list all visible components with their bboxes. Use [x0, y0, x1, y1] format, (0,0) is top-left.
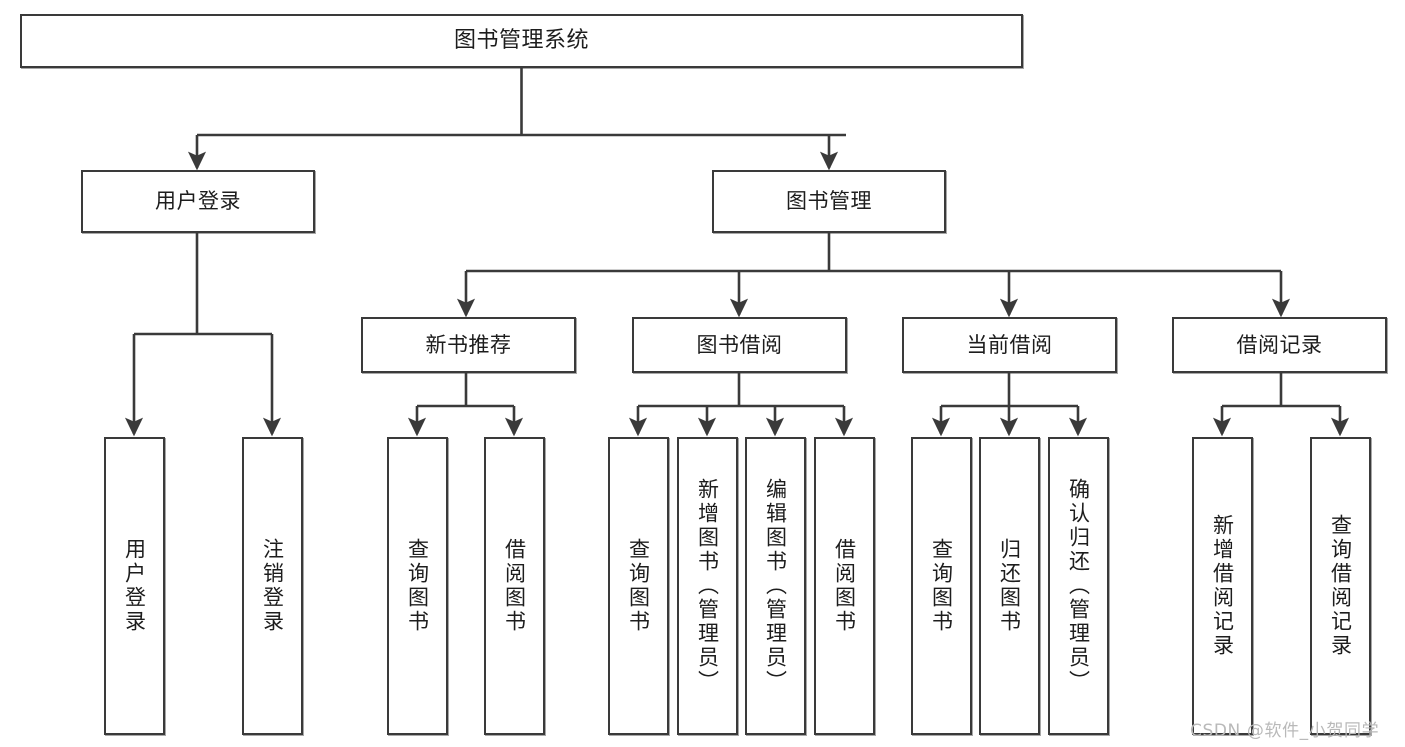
node-leaf-borrow-book-2[interactable]: 借阅图书	[814, 437, 875, 735]
node-leaf-add-record[interactable]: 新增借阅记录	[1192, 437, 1253, 735]
node-label: 图书管理	[786, 189, 872, 214]
node-label: 图书管理系统	[453, 28, 589, 54]
node-label: 确认归还（管理员）	[1066, 478, 1091, 694]
node-current-borrow[interactable]: 当前借阅	[902, 317, 1117, 373]
node-label: 借阅图书	[502, 538, 527, 634]
node-label: 用户登录	[122, 538, 147, 634]
node-leaf-query-book-1[interactable]: 查询图书	[387, 437, 448, 735]
node-label: 借阅图书	[832, 538, 857, 634]
node-label: 图书借阅	[696, 332, 783, 357]
node-label: 用户登录	[155, 189, 241, 214]
node-label: 查询图书	[405, 538, 430, 634]
node-label: 新增借阅记录	[1210, 514, 1235, 658]
node-leaf-add-book[interactable]: 新增图书（管理员）	[677, 437, 738, 735]
node-label: 当前借阅	[966, 332, 1053, 357]
node-label: 查询图书	[626, 538, 651, 634]
node-root-book-management-system[interactable]: 图书管理系统	[20, 14, 1023, 68]
node-leaf-query-book-2[interactable]: 查询图书	[608, 437, 669, 735]
node-book-manage[interactable]: 图书管理	[712, 170, 946, 233]
node-label: 查询借阅记录	[1328, 514, 1353, 658]
node-leaf-edit-book[interactable]: 编辑图书（管理员）	[745, 437, 806, 735]
node-borrow-record[interactable]: 借阅记录	[1172, 317, 1387, 373]
node-leaf-logout-login[interactable]: 注销登录	[242, 437, 303, 735]
node-leaf-query-record[interactable]: 查询借阅记录	[1310, 437, 1371, 735]
node-label: 归还图书	[997, 538, 1022, 634]
node-label: 新书推荐	[425, 332, 512, 357]
node-leaf-borrow-book-1[interactable]: 借阅图书	[484, 437, 545, 735]
node-label: 查询图书	[929, 538, 954, 634]
node-new-book-recommend[interactable]: 新书推荐	[361, 317, 576, 373]
node-label: 新增图书（管理员）	[695, 478, 720, 694]
node-label: 编辑图书（管理员）	[763, 478, 788, 694]
node-leaf-confirm-return[interactable]: 确认归还（管理员）	[1048, 437, 1109, 735]
node-leaf-return-book[interactable]: 归还图书	[979, 437, 1040, 735]
node-label: 注销登录	[260, 538, 285, 634]
node-leaf-user-login[interactable]: 用户登录	[104, 437, 165, 735]
node-label: 借阅记录	[1236, 332, 1323, 357]
node-leaf-query-book-3[interactable]: 查询图书	[911, 437, 972, 735]
csdn-watermark: CSDN @软件_小贺同学	[1190, 721, 1380, 741]
node-book-borrow[interactable]: 图书借阅	[632, 317, 847, 373]
node-user-login[interactable]: 用户登录	[81, 170, 315, 233]
